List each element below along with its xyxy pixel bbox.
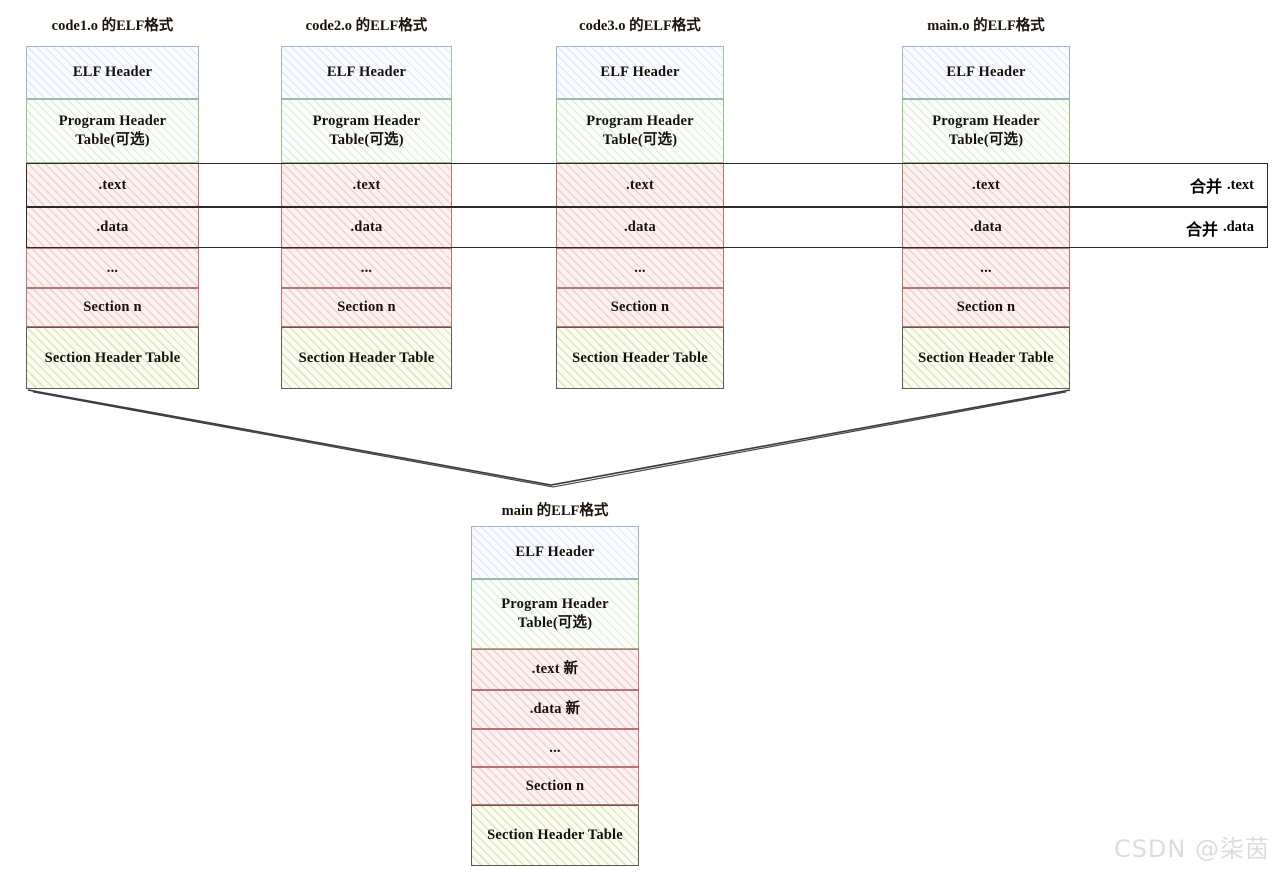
block-elf-header: ELF Header: [556, 46, 724, 99]
output-block-ellipsis-section: ...: [471, 729, 639, 767]
block-program-header-table: Program Header Table(可选): [281, 99, 452, 163]
output-title-main: main 的ELF格式: [501, 503, 609, 519]
block-text-section: .text: [26, 163, 199, 207]
output-block-elf-header: ELF Header: [471, 526, 639, 579]
block-elf-header: ELF Header: [281, 46, 452, 99]
column-title-code3: code3.o 的ELF格式: [579, 18, 701, 34]
merge-label-data-section: .data: [1222, 219, 1254, 235]
block-ellipsis-section: ...: [902, 248, 1070, 288]
block-data-section: .data: [556, 207, 724, 248]
output-block-section-header-table: Section Header Table: [471, 805, 639, 866]
block-section-header-table: Section Header Table: [556, 327, 724, 389]
output-block-section-n: Section n: [471, 767, 639, 805]
block-section-n: Section n: [281, 288, 452, 327]
block-program-header-table: Program Header Table(可选): [26, 99, 199, 163]
column-title-main-o: main.o 的ELF格式: [927, 18, 1045, 34]
block-ellipsis-section: ...: [26, 248, 199, 288]
merge-label-text: 合并 .text: [1070, 163, 1268, 207]
output-block-text-section: .text 新: [471, 649, 639, 690]
block-program-header-table: Program Header Table(可选): [556, 99, 724, 163]
block-data-section: .data: [281, 207, 452, 248]
merge-label-data: 合并 .data: [1070, 207, 1268, 248]
block-data-section: .data: [902, 207, 1070, 248]
merge-band-data: [26, 207, 1268, 248]
block-section-header-table: Section Header Table: [26, 327, 199, 389]
block-text-section: .text: [281, 163, 452, 207]
csdn-watermark: CSDN @柒茵: [1113, 835, 1270, 863]
block-elf-header: ELF Header: [26, 46, 199, 99]
block-section-header-table: Section Header Table: [281, 327, 452, 389]
block-section-n: Section n: [902, 288, 1070, 327]
block-section-n: Section n: [26, 288, 199, 327]
block-data-section: .data: [26, 207, 199, 248]
merge-label-text-cn: 合并: [1190, 177, 1223, 196]
merge-band-text: [26, 163, 1268, 207]
block-ellipsis-section: ...: [556, 248, 724, 288]
output-block-program-header-table: Program Header Table(可选): [471, 579, 639, 649]
block-ellipsis-section: ...: [281, 248, 452, 288]
merge-label-data-cn: 合并: [1185, 219, 1218, 239]
column-title-code1: code1.o 的ELF格式: [51, 18, 174, 34]
merge-label-text-section: .text: [1227, 176, 1254, 193]
block-text-section: .text: [902, 163, 1070, 207]
block-section-n: Section n: [556, 288, 724, 327]
output-block-data-section: .data 新: [471, 690, 639, 729]
block-section-header-table: Section Header Table: [902, 327, 1070, 389]
column-title-code2: code2.o 的ELF格式: [305, 18, 428, 34]
block-elf-header: ELF Header: [902, 46, 1070, 99]
block-program-header-table: Program Header Table(可选): [902, 99, 1070, 163]
